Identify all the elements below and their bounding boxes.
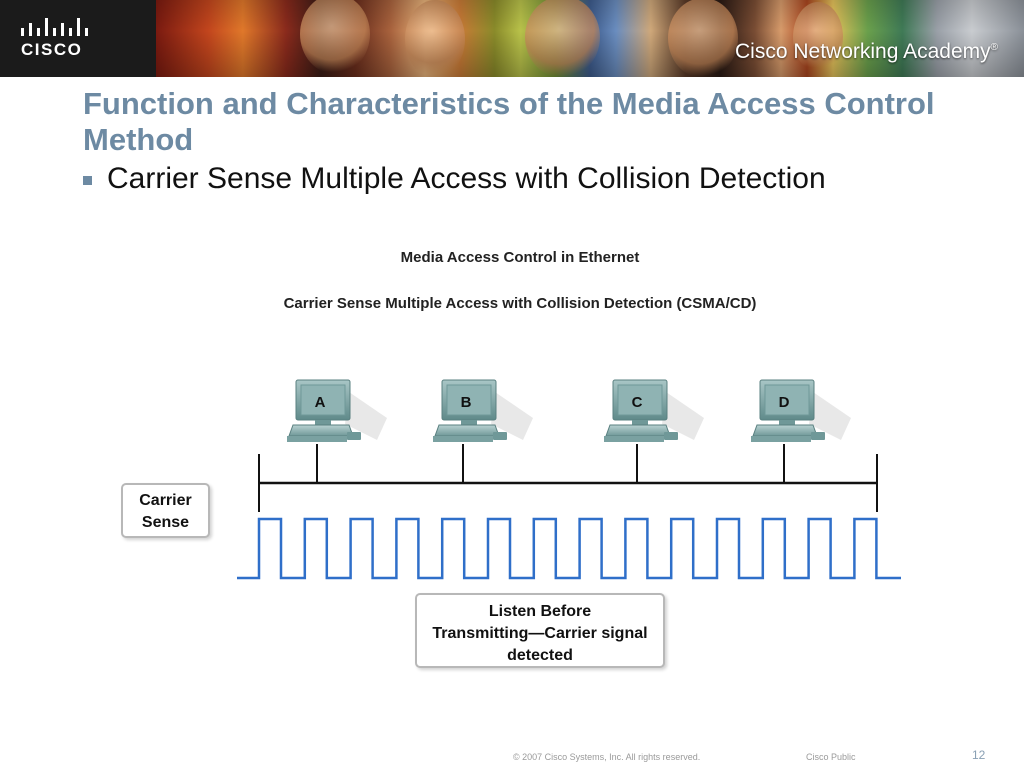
listen-line2: Transmitting—Carrier signal bbox=[432, 625, 648, 642]
carrier-sense-line2: Sense bbox=[141, 514, 190, 531]
station-d-label: D bbox=[779, 394, 790, 411]
listen-before-transmitting-callout: Listen Before Transmitting—Carrier signa… bbox=[415, 593, 665, 668]
banner-face bbox=[405, 0, 465, 77]
computer-c-icon: C bbox=[604, 379, 704, 442]
footer-classification: Cisco Public bbox=[806, 752, 856, 762]
academy-title-text: Cisco Networking Academy bbox=[735, 40, 991, 63]
banner-face bbox=[668, 0, 738, 77]
footer-copyright: © 2007 Cisco Systems, Inc. All rights re… bbox=[513, 752, 701, 762]
banner-shade bbox=[156, 0, 1024, 77]
diagram-heading: Media Access Control in Ethernet bbox=[400, 249, 640, 266]
banner-face bbox=[793, 2, 843, 72]
academy-trademark: ® bbox=[990, 42, 998, 53]
page-number: 12 bbox=[972, 748, 986, 762]
carrier-signal-wave bbox=[237, 517, 901, 580]
cisco-logo-text: CISCO bbox=[21, 40, 83, 59]
carrier-sense-line1: Carrier bbox=[139, 492, 192, 509]
listen-line3: detected bbox=[507, 647, 573, 664]
cisco-bridge-icon bbox=[21, 18, 88, 36]
computer-b-icon: B bbox=[433, 379, 533, 442]
carrier-sense-callout: Carrier Sense bbox=[121, 483, 210, 538]
slide-title: Function and Characteristics of the Medi… bbox=[83, 86, 935, 157]
cisco-logo: CISCO bbox=[0, 0, 156, 77]
diagram-subheading: Carrier Sense Multiple Access with Colli… bbox=[283, 295, 757, 312]
computer-a-icon: A bbox=[287, 379, 387, 442]
bullet-item: Carrier Sense Multiple Access with Colli… bbox=[83, 162, 826, 196]
listen-line1: Listen Before bbox=[488, 603, 592, 620]
computer-d-icon: D bbox=[751, 379, 851, 442]
station-a-label: A bbox=[315, 394, 326, 411]
banner-face bbox=[300, 0, 370, 74]
station-c-label: C bbox=[632, 394, 643, 411]
academy-title: Cisco Networking Academy® bbox=[735, 40, 998, 64]
bullet-text: Carrier Sense Multiple Access with Colli… bbox=[107, 162, 826, 195]
banner-face bbox=[525, 0, 600, 77]
bullet-square-icon bbox=[83, 175, 92, 185]
station-b-label: B bbox=[461, 394, 472, 411]
header-banner: CISCO Cisco Networking Academy® bbox=[0, 0, 1024, 77]
